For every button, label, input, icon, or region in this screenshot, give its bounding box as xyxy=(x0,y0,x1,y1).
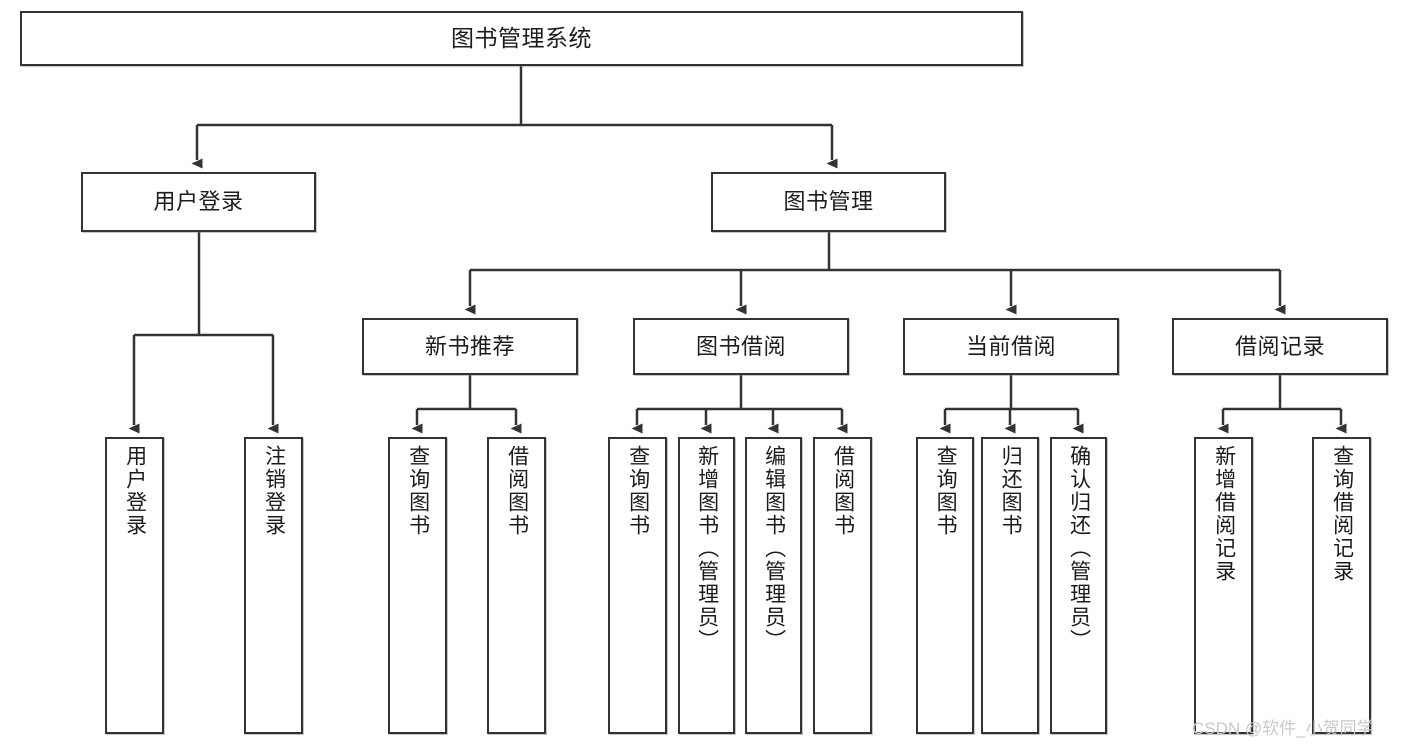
node-leaf-add-borrow-record-label: 新增借阅记录 xyxy=(1212,445,1236,583)
node-leaf-query-borrow-record[interactable]: 查询借阅记录 xyxy=(1312,437,1371,734)
node-leaf-confirm-return-admin[interactable]: 确认归还（管理员） xyxy=(1050,437,1107,734)
node-current-borrow[interactable]: 当前借阅 xyxy=(903,318,1119,375)
node-leaf-logout-login-label: 注销登录 xyxy=(262,445,286,537)
node-leaf-borrow-book-borrow-label: 借阅图书 xyxy=(831,445,855,537)
node-new-book-recommend[interactable]: 新书推荐 xyxy=(362,318,578,375)
node-leaf-query-book-recommend-label: 查询图书 xyxy=(406,445,430,537)
node-leaf-add-borrow-record[interactable]: 新增借阅记录 xyxy=(1194,437,1253,734)
node-leaf-return-book-label: 归还图书 xyxy=(999,445,1023,537)
node-leaf-add-book-admin[interactable]: 新增图书（管理员） xyxy=(678,437,735,734)
node-root-label: 图书管理系统 xyxy=(451,25,592,52)
csdn-watermark: CSDN @软件_小贺同学 xyxy=(1192,719,1374,738)
node-leaf-confirm-return-admin-label: 确认归还（管理员） xyxy=(1067,445,1091,652)
node-book-manage-label: 图书管理 xyxy=(783,189,874,215)
node-leaf-query-book-recommend[interactable]: 查询图书 xyxy=(388,437,447,734)
node-leaf-user-login-label: 用户登录 xyxy=(123,445,147,537)
node-leaf-query-book-borrow[interactable]: 查询图书 xyxy=(608,437,667,734)
node-borrow-record[interactable]: 借阅记录 xyxy=(1172,318,1388,375)
node-leaf-query-book-current-label: 查询图书 xyxy=(934,445,958,537)
node-leaf-query-book-current[interactable]: 查询图书 xyxy=(916,437,974,734)
node-leaf-user-login[interactable]: 用户登录 xyxy=(105,437,164,734)
node-leaf-borrow-book-borrow[interactable]: 借阅图书 xyxy=(813,437,872,734)
node-leaf-query-borrow-record-label: 查询借阅记录 xyxy=(1330,445,1354,583)
node-leaf-query-book-borrow-label: 查询图书 xyxy=(626,445,650,537)
node-leaf-return-book[interactable]: 归还图书 xyxy=(981,437,1039,734)
node-current-borrow-label: 当前借阅 xyxy=(965,333,1056,359)
node-leaf-edit-book-admin[interactable]: 编辑图书（管理员） xyxy=(745,437,802,734)
node-user-login-label: 用户登录 xyxy=(153,189,244,215)
node-book-borrow-label: 图书借阅 xyxy=(695,333,786,359)
node-leaf-borrow-book-recommend-label: 借阅图书 xyxy=(505,445,529,537)
node-new-book-recommend-label: 新书推荐 xyxy=(424,333,515,359)
node-leaf-logout-login[interactable]: 注销登录 xyxy=(244,437,303,734)
node-leaf-borrow-book-recommend[interactable]: 借阅图书 xyxy=(487,437,546,734)
node-book-manage[interactable]: 图书管理 xyxy=(711,172,946,232)
node-leaf-add-book-admin-label: 新增图书（管理员） xyxy=(695,445,719,652)
node-user-login[interactable]: 用户登录 xyxy=(81,172,316,232)
node-book-borrow[interactable]: 图书借阅 xyxy=(633,318,849,375)
node-root[interactable]: 图书管理系统 xyxy=(20,11,1023,66)
node-leaf-edit-book-admin-label: 编辑图书（管理员） xyxy=(762,445,786,652)
node-borrow-record-label: 借阅记录 xyxy=(1234,333,1325,359)
